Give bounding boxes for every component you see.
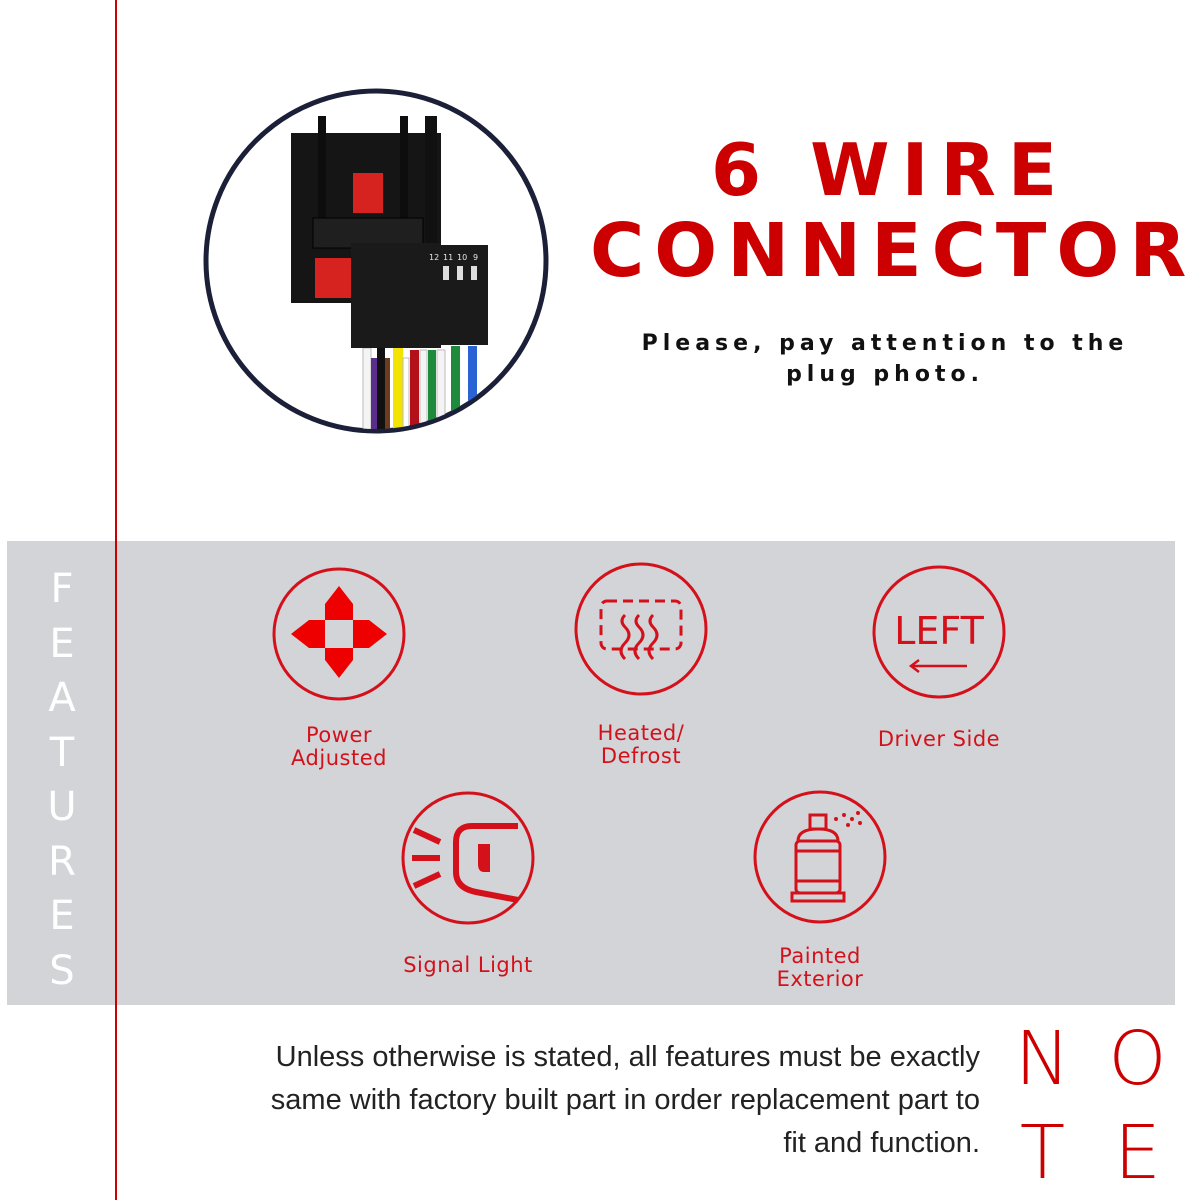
feature-label: Defrost xyxy=(600,744,682,768)
note-line: same with factory built part in order re… xyxy=(270,1084,980,1116)
subtitle-line-1: Please, pay attention to the xyxy=(641,331,1129,356)
heading-letter: S xyxy=(49,947,75,994)
subtitle: Please, pay attention to the plug photo. xyxy=(620,328,1150,390)
feature-label: Heated/ xyxy=(597,721,685,745)
heated-defrost-icon xyxy=(574,562,708,696)
left-icon-text: LEFT xyxy=(894,609,984,653)
pin-label: 9 xyxy=(473,253,478,262)
feature-painted-exterior: Painted Exterior xyxy=(710,789,930,991)
feature-label: Exterior xyxy=(776,967,864,991)
feature-power-adjusted: Power Adjusted xyxy=(229,566,449,770)
pin-label: 10 xyxy=(457,253,467,262)
note-text: Unless otherwise is stated, all features… xyxy=(160,1036,980,1165)
red-vertical-divider xyxy=(115,0,117,1200)
note-letter: T xyxy=(1019,1110,1066,1196)
title-line-2: CONNECTOR xyxy=(590,208,1197,294)
heading-letter: A xyxy=(48,675,76,721)
signal-light-icon xyxy=(401,791,535,925)
feature-label: Adjusted xyxy=(291,746,387,770)
pin-label: 12 xyxy=(429,253,439,262)
feature-signal-light: Signal Light xyxy=(358,790,578,977)
heading-letter: F xyxy=(50,566,74,612)
heading-letter: R xyxy=(48,838,76,885)
feature-driver-side: LEFT Driver Side xyxy=(829,564,1049,751)
heading-letter: E xyxy=(49,893,75,939)
note-letter: N xyxy=(1014,1016,1071,1102)
feature-heated-defrost: Heated/ Defrost xyxy=(531,561,751,768)
note-letter: E xyxy=(1114,1110,1161,1196)
note-letter: O xyxy=(1108,1016,1167,1102)
spray-paint-icon xyxy=(753,790,887,924)
directional-arrows-icon xyxy=(272,567,406,701)
feature-label: Power xyxy=(306,723,372,747)
connector-photo: 12 11 10 9 xyxy=(203,88,549,434)
heading-letter: T xyxy=(49,729,75,776)
pin-label: 11 xyxy=(443,253,453,262)
note-line: Unless otherwise is stated, all features… xyxy=(275,1041,980,1073)
features-panel xyxy=(7,541,1175,1005)
subtitle-line-2: plug photo. xyxy=(786,362,984,387)
note-line: fit and function. xyxy=(783,1127,980,1159)
features-heading: F E A T U R E S xyxy=(42,562,82,998)
title-line-1: 6 WIRE xyxy=(711,128,1069,212)
heading-letter: E xyxy=(49,620,75,667)
left-arrow-icon: LEFT xyxy=(872,565,1006,699)
heading-letter: U xyxy=(47,784,77,830)
feature-label: Painted xyxy=(779,944,861,968)
feature-label: Signal Light xyxy=(403,953,533,977)
feature-label: Driver Side xyxy=(877,727,1001,751)
